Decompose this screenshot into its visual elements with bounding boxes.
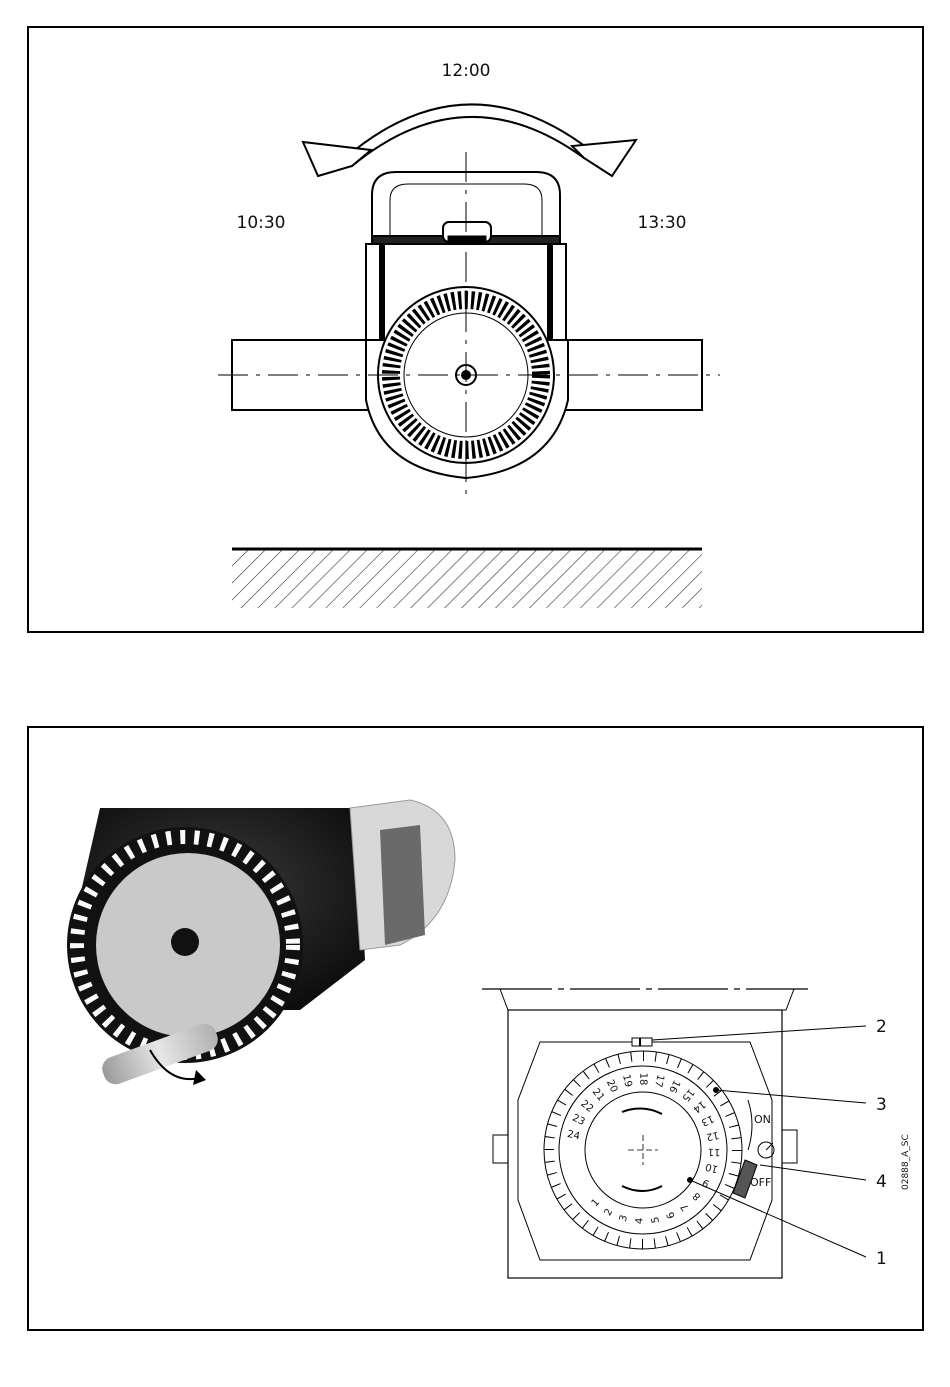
dial-hour-9: 9	[701, 1176, 712, 1189]
rotation-arrow	[303, 104, 636, 176]
callout-1: 1	[876, 1249, 887, 1269]
drawing-code: 02888_A_SC	[901, 1134, 911, 1190]
dial-hour-18: 18	[637, 1073, 648, 1086]
dial-hour-1: 1	[590, 1197, 602, 1209]
callout-4: 4	[876, 1172, 887, 1192]
dial-hour-17: 17	[652, 1073, 666, 1088]
label-10-30: 10:30	[237, 213, 286, 233]
callout-3: 3	[876, 1095, 887, 1115]
dial-hour-19: 19	[620, 1073, 634, 1088]
switch-off-label: OFF	[750, 1176, 771, 1189]
pump-photo	[67, 800, 455, 1088]
dial-hour-6: 6	[665, 1210, 678, 1220]
callout-2: 2	[876, 1017, 887, 1037]
dial-hour-14: 14	[691, 1098, 708, 1114]
dial-hour-4: 4	[634, 1217, 645, 1224]
dial-hour-12: 12	[705, 1129, 720, 1142]
dial-hour-7: 7	[679, 1201, 692, 1213]
dial-hour-22: 22	[578, 1098, 595, 1115]
figure-1-pump-orientation: 12:00 10:30 13:30	[28, 27, 923, 632]
dial-hour-10: 10	[704, 1160, 719, 1174]
dial-hour-23: 23	[570, 1113, 586, 1128]
dial-hour-11: 11	[707, 1146, 720, 1157]
floor	[232, 549, 702, 608]
timer-drawing	[482, 989, 866, 1278]
dial-hour-16: 16	[666, 1078, 682, 1094]
dial-hour-24: 24	[566, 1129, 581, 1142]
dial-hour-3: 3	[618, 1214, 630, 1223]
dial-hour-8: 8	[691, 1190, 703, 1202]
dial-hour-15: 15	[679, 1086, 696, 1103]
dial-hour-5: 5	[650, 1216, 662, 1224]
dial-hour-13: 13	[699, 1112, 715, 1127]
switch-on-label: ON	[754, 1113, 771, 1126]
dial-hour-20: 20	[604, 1078, 619, 1094]
label-12-00: 12:00	[442, 61, 491, 81]
dial-hour-21: 21	[590, 1087, 607, 1104]
label-13-30: 13:30	[638, 213, 687, 233]
dial-hour-2: 2	[603, 1207, 616, 1218]
